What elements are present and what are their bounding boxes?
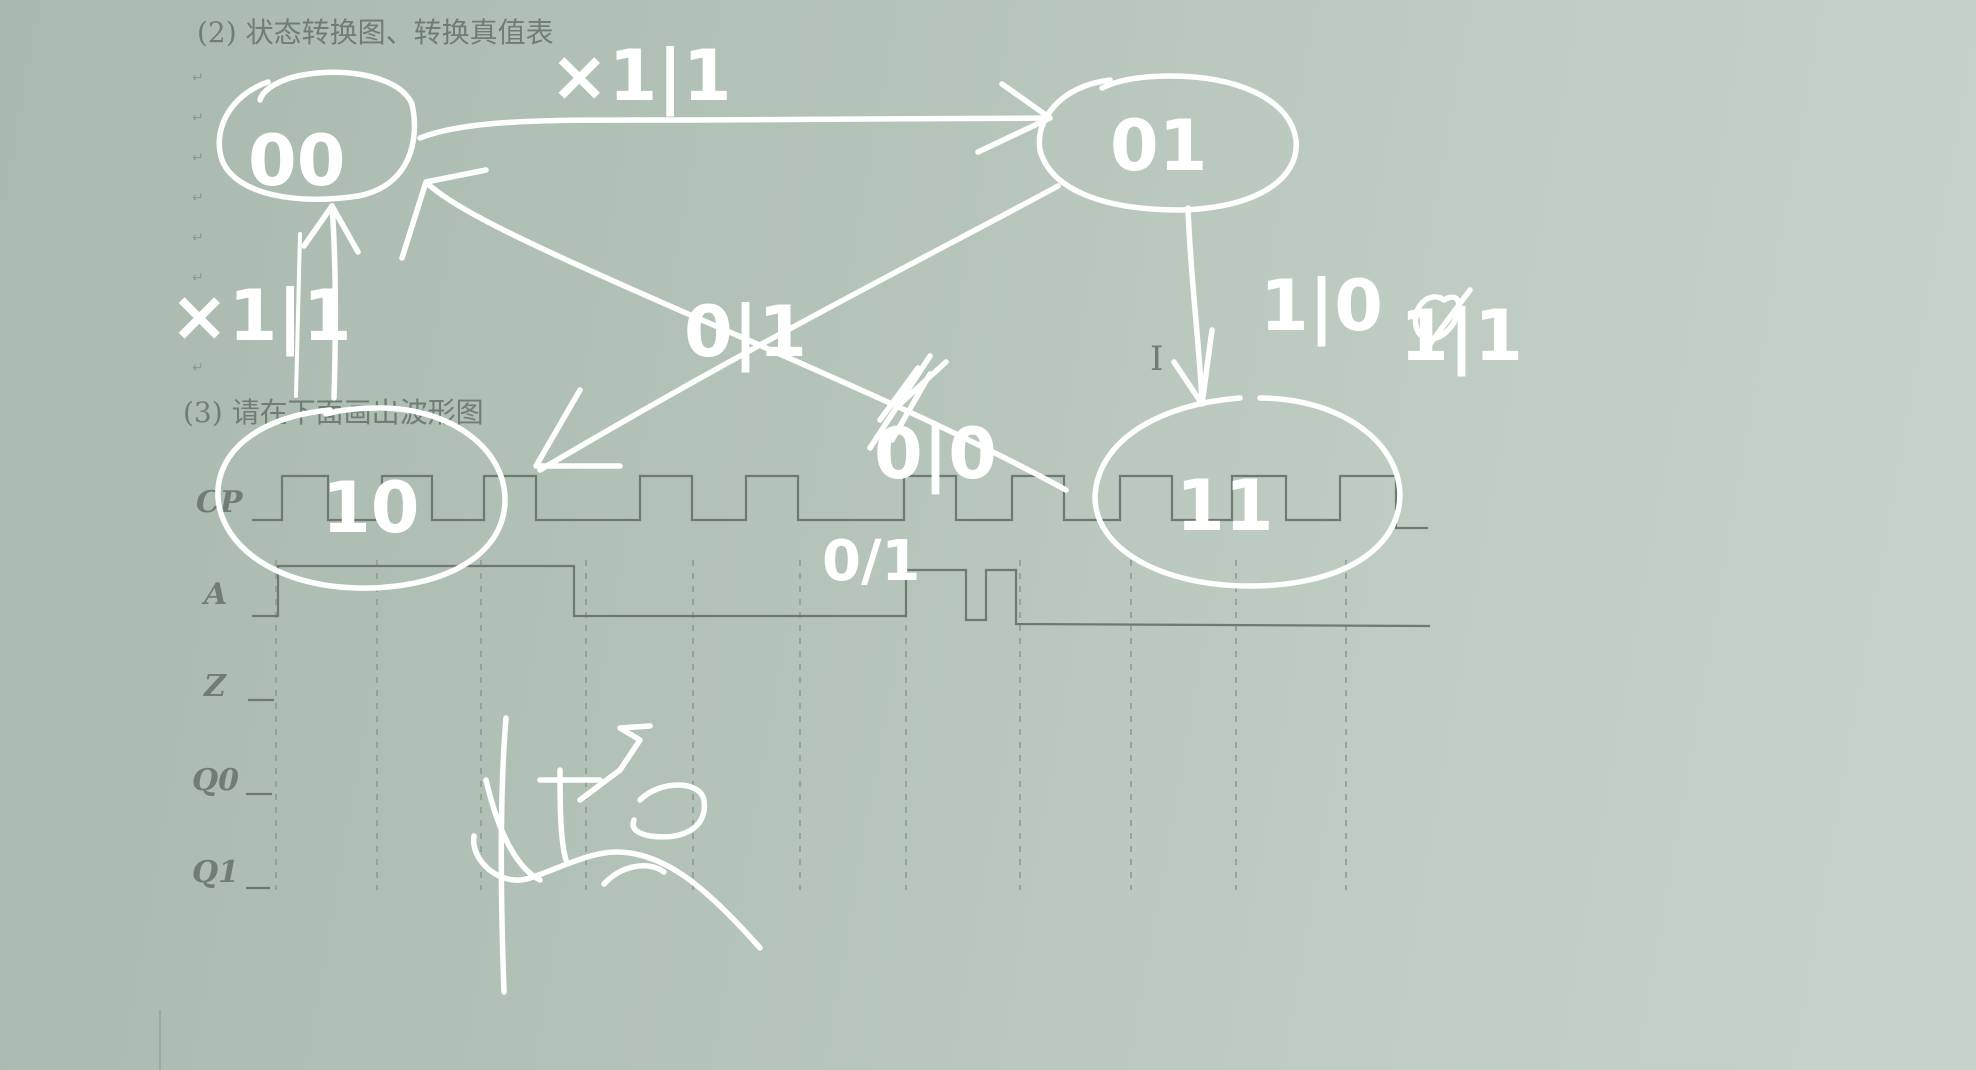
a-waveform (252, 564, 1431, 628)
paragraph-mark: ↵ (192, 270, 204, 286)
transition-01-11-label: 1|0 (1260, 265, 1383, 347)
transition-11-00-label: 0|0 (874, 413, 997, 495)
scribble-mark (1412, 287, 1473, 355)
transition-00-01-label: ×1|1 (550, 35, 732, 117)
arrowhead (975, 81, 1053, 155)
paragraph-mark: ↵ (192, 150, 204, 166)
state-00-code: 00 (248, 120, 345, 202)
handwritten-signature (471, 715, 763, 995)
heading-state-diagram: (2) 状态转换图、转换真值表 (197, 16, 554, 49)
paragraph-mark: ↵ (192, 190, 204, 206)
arrowhead (1171, 327, 1215, 407)
signal-label-q0: Q0 (192, 763, 239, 798)
arrow-01-to-10 (537, 183, 1061, 473)
text-cursor-icon: I (1150, 339, 1163, 379)
state-01-code: 01 (1110, 105, 1207, 187)
paragraph-mark: ↵ (192, 310, 204, 326)
state-10-circle (215, 405, 508, 591)
arrow-10-to-00 (329, 203, 339, 401)
cp-waveform (252, 474, 1428, 530)
signal-label-z: Z (203, 669, 227, 704)
paragraph-mark: ↵ (192, 230, 204, 246)
state-11-code: 11 (1176, 465, 1273, 547)
state-01-circle (1036, 73, 1299, 213)
arrowhead (533, 387, 623, 469)
transition-01-10-label: 0|1 (684, 291, 807, 373)
paragraph-marks: ↵ ↵ ↵ ↵ ↵ ↵ ↵ ↵ (192, 70, 204, 376)
paragraph-mark: ↵ (192, 110, 204, 126)
handwritten-state-diagram: 00 01 10 11 ×1|1 ×1|1 0|1 0|0 1|0 1|1 0/… (170, 35, 1523, 594)
paragraph-mark: ↵ (192, 360, 204, 376)
arrow-10-to-00-stroke (294, 232, 302, 398)
arrowhead (399, 167, 489, 261)
signal-label-a: A (201, 577, 227, 612)
arrowhead (301, 203, 361, 255)
arrow-01-to-11 (1185, 205, 1205, 403)
paragraph-mark: ↵ (192, 70, 204, 86)
signal-label-q1: Q1 (192, 855, 239, 890)
state-00-circle (216, 69, 418, 202)
arrow-11-to-00 (425, 181, 1069, 493)
transition-10-00-label: ×1|1 (170, 275, 352, 357)
scribble-mark (867, 353, 949, 451)
state-11-circle (1092, 395, 1403, 589)
arrow-00-to-01 (417, 115, 1053, 141)
clock-grid (275, 560, 1347, 890)
transition-waveform-note: 0/1 (822, 529, 920, 594)
state-10-code: 10 (322, 467, 419, 549)
